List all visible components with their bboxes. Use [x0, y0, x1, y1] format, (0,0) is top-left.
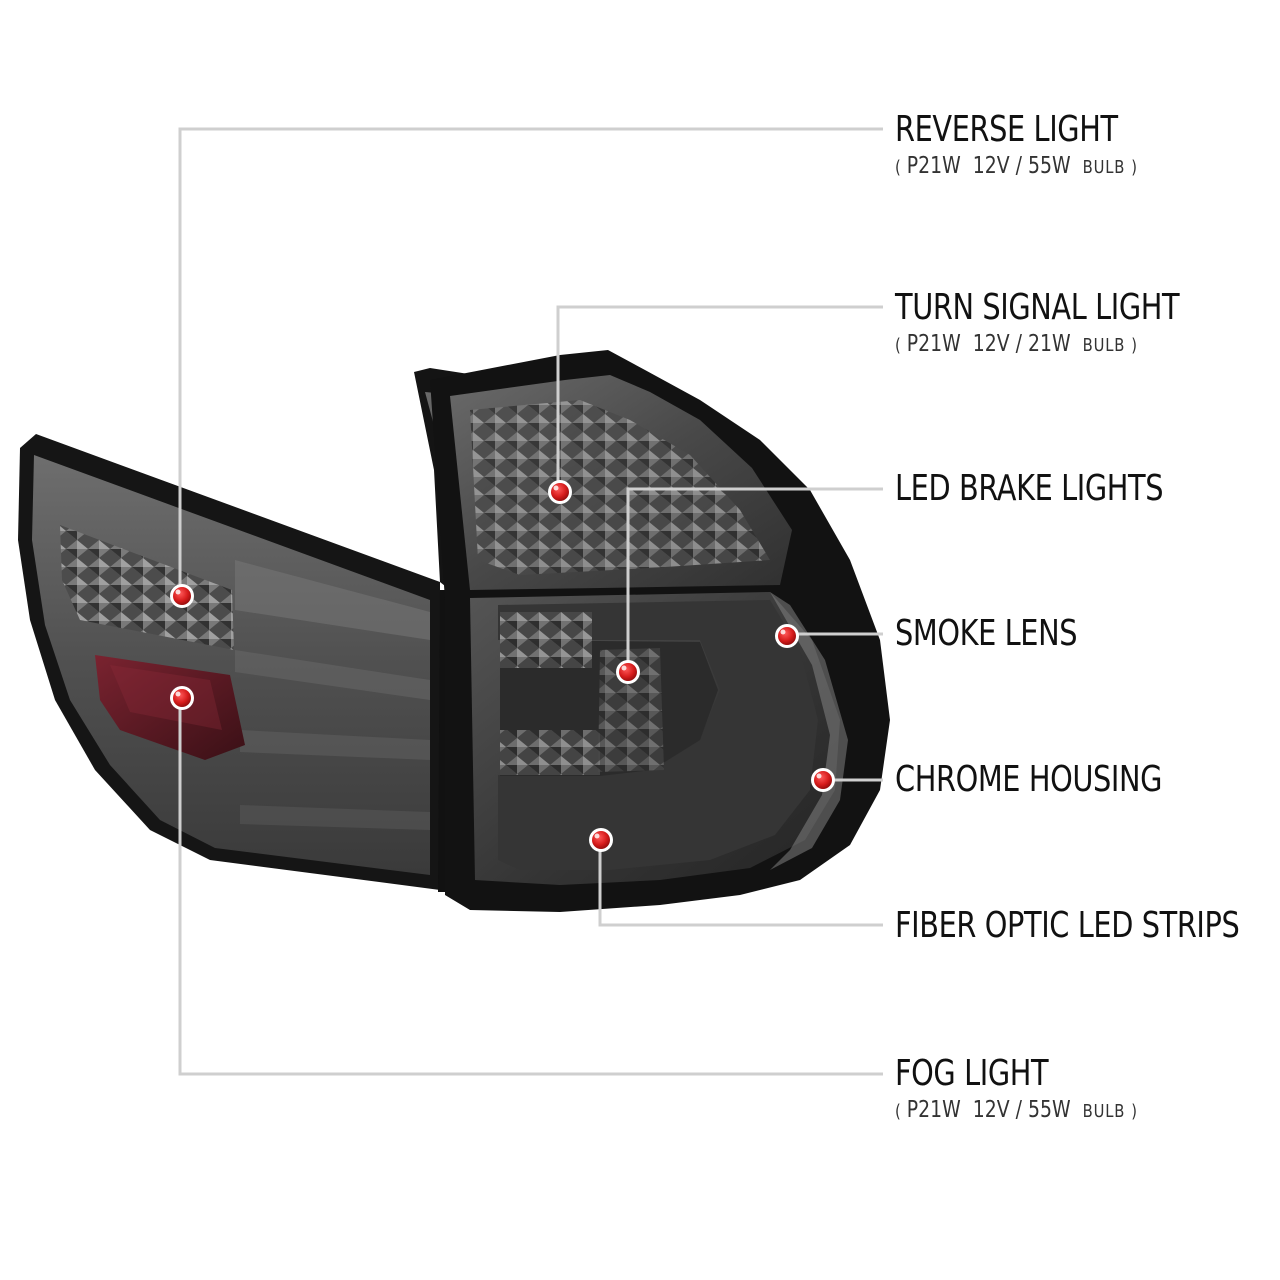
marker-fiber-optic-led-strips [589, 828, 613, 852]
callout-turn-signal-light: TURN SIGNAL LIGHT ( P21W 12V / 21W BULB … [895, 288, 1250, 360]
callout-title: SMOKE LENS [895, 613, 1078, 654]
main-quarter-lamp [430, 350, 890, 912]
callout-title: CHROME HOUSING [895, 759, 1163, 800]
leader-line-led-brake-lights [626, 487, 883, 672]
leader-lines [178, 127, 883, 1076]
callout-fog-light: FOG LIGHT ( P21W 12V / 55W BULB ) [895, 1054, 1190, 1126]
outer-left-lamp [18, 434, 440, 890]
callout-led-brake-lights: LED BRAKE LIGHTS [895, 469, 1230, 509]
callout-fiber-optic-led-strips: FIBER OPTIC LED STRIPS [895, 906, 1280, 946]
marker-reverse-light [170, 584, 194, 608]
marker-chrome-housing [811, 768, 835, 792]
callout-title: FOG LIGHT [895, 1053, 1049, 1094]
leader-line-turn-signal-light [556, 305, 883, 492]
callout-reverse-light: REVERSE LIGHT ( P21W 12V / 55W BULB ) [895, 110, 1190, 182]
marker-fog-light [170, 686, 194, 710]
marker-dots [170, 480, 835, 852]
leader-line-fog-light [178, 700, 883, 1076]
marker-smoke-lens [775, 624, 799, 648]
leader-line-reverse-light [178, 127, 883, 596]
callout-title: TURN SIGNAL LIGHT [895, 287, 1180, 328]
marker-led-brake-lights [616, 660, 640, 684]
callout-title: FIBER OPTIC LED STRIPS [895, 905, 1240, 946]
leader-line-fiber-optic-led-strips [598, 840, 883, 927]
callout-smoke-lens: SMOKE LENS [895, 614, 1123, 654]
callout-title: LED BRAKE LIGHTS [895, 468, 1164, 509]
callout-title: REVERSE LIGHT [895, 109, 1118, 150]
callout-chrome-housing: CHROME HOUSING [895, 760, 1229, 800]
callout-spec: ( P21W 12V / 21W BULB ) [895, 331, 1138, 357]
callout-spec: ( P21W 12V / 55W BULB ) [895, 1097, 1138, 1123]
callout-spec: ( P21W 12V / 55W BULB ) [895, 153, 1138, 179]
marker-turn-signal-light [548, 480, 572, 504]
